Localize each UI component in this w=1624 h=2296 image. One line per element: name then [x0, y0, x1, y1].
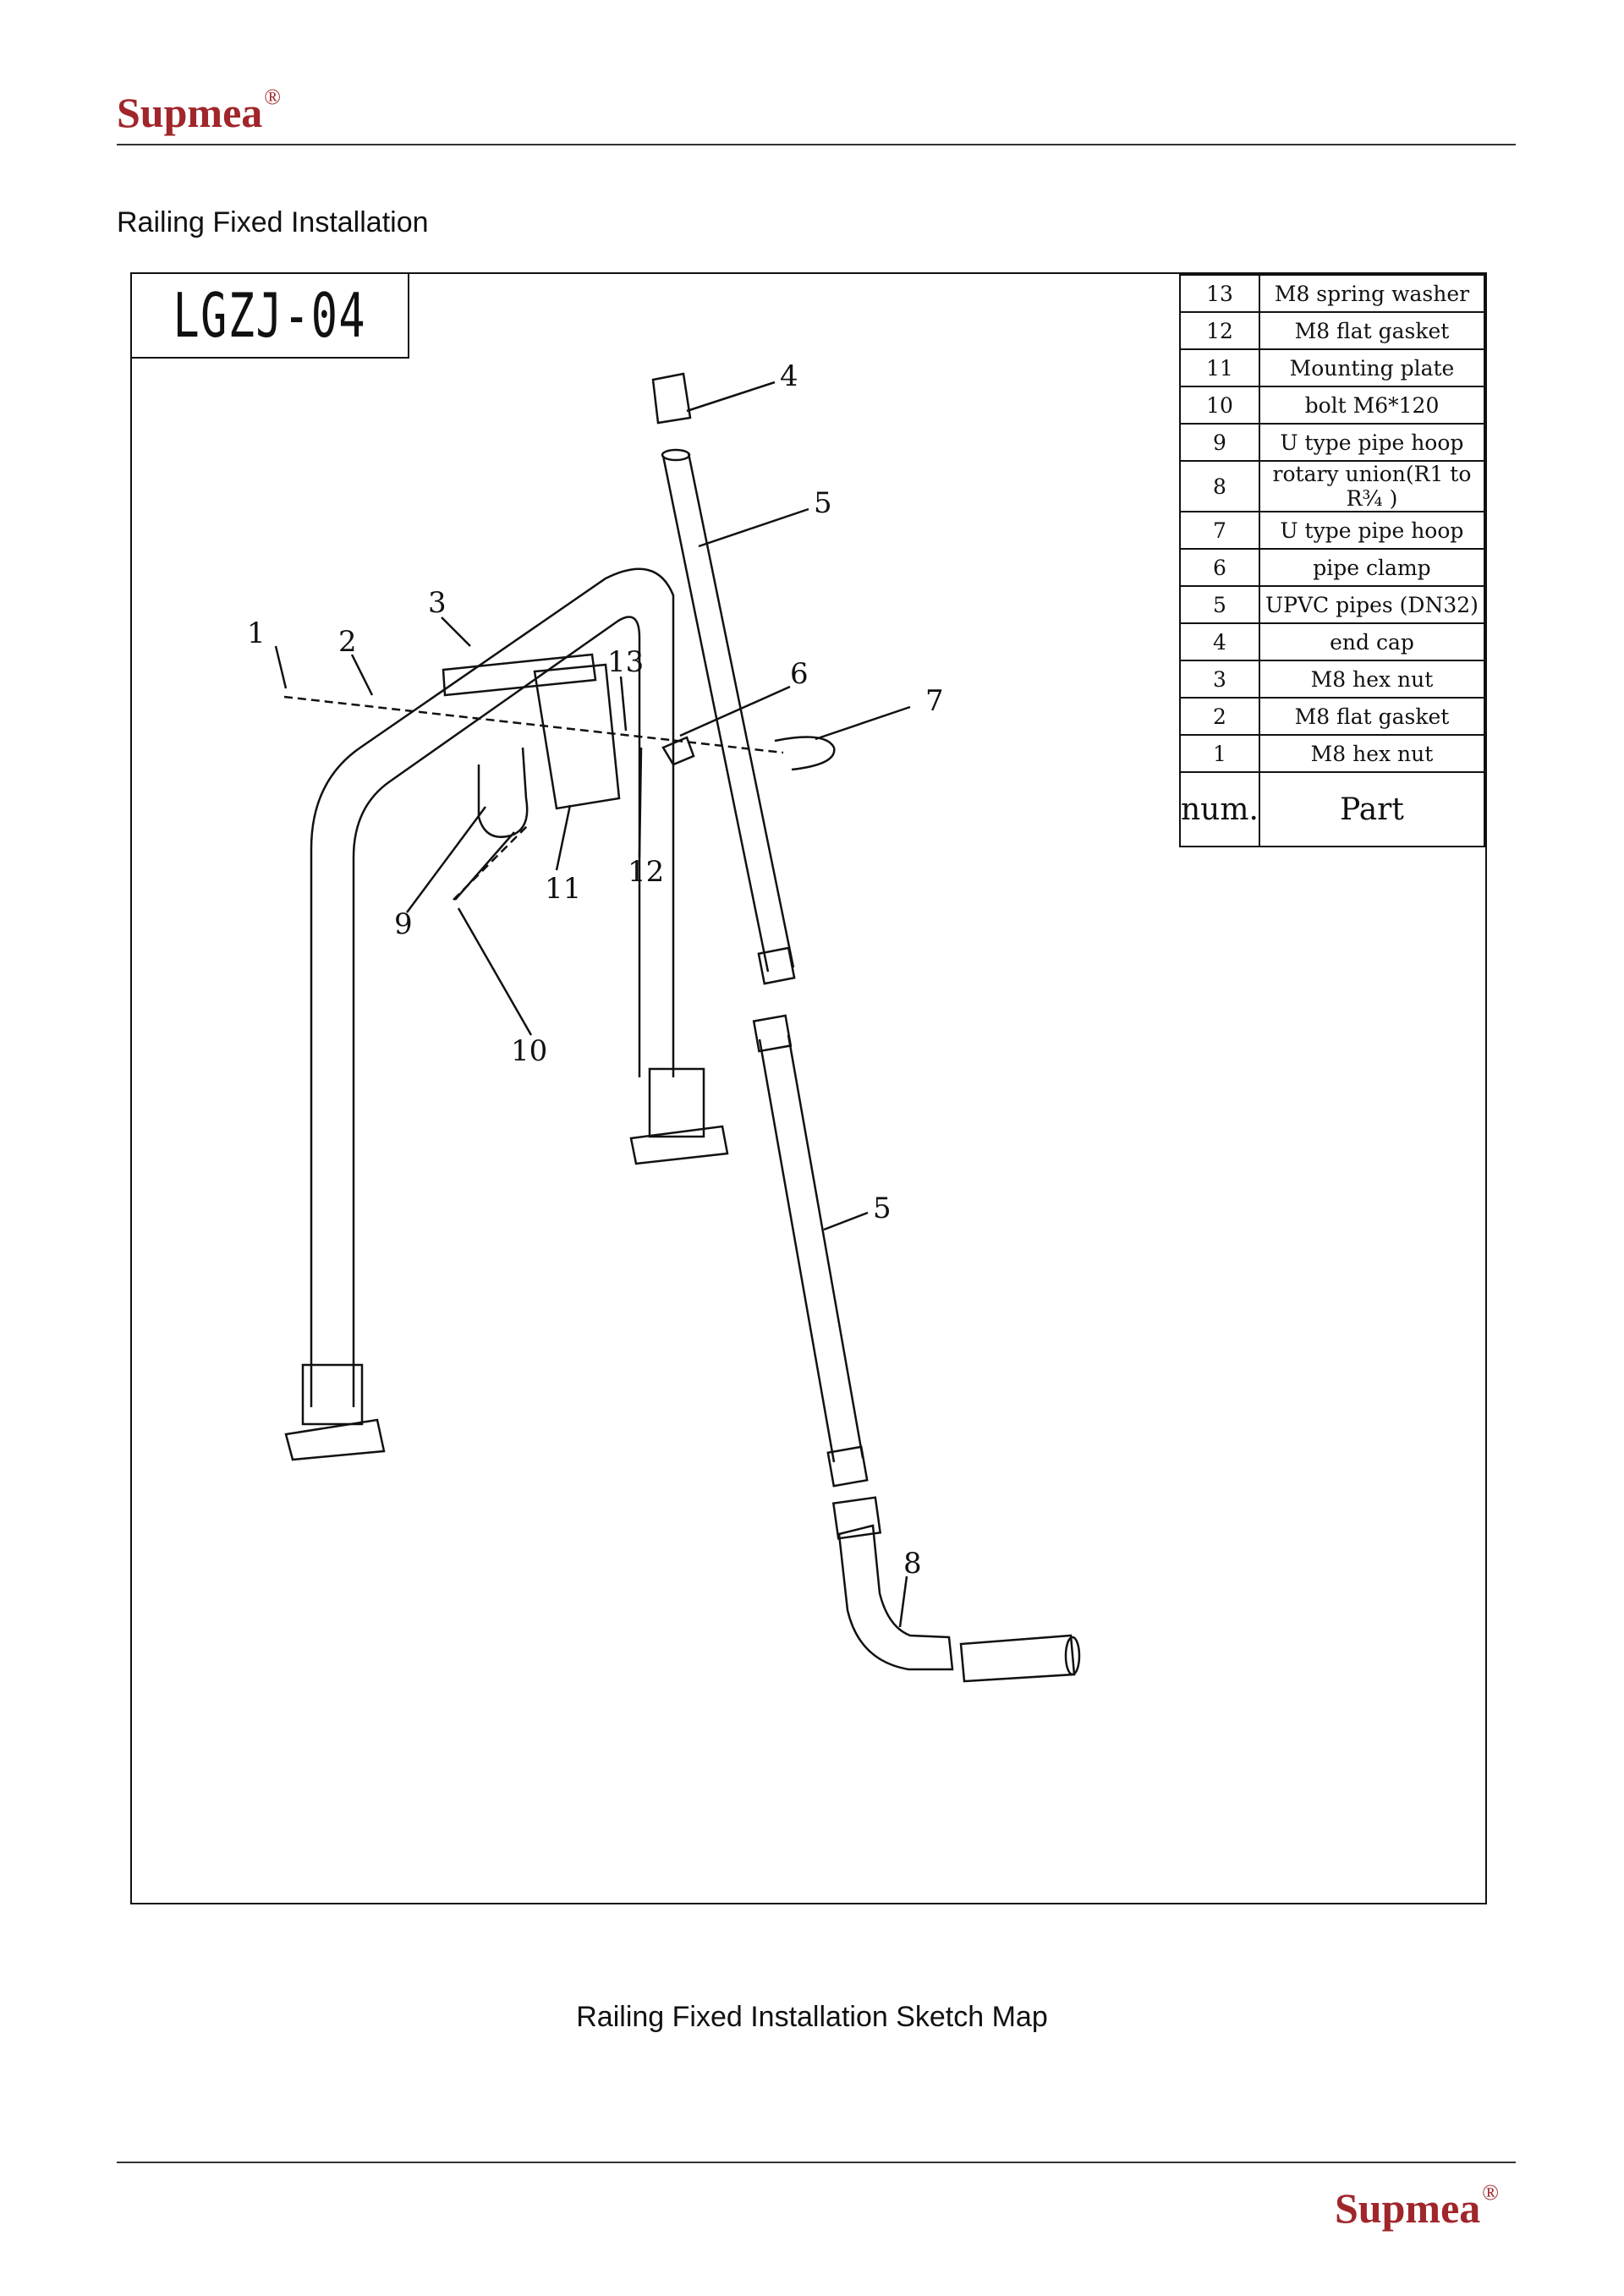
upper-pipe-thread — [757, 946, 796, 985]
lower-pipe-top — [752, 1014, 793, 1053]
sensor-end — [1064, 1636, 1081, 1676]
leader-line — [638, 747, 643, 858]
end-cap — [651, 372, 692, 425]
leader-line — [405, 806, 487, 913]
leader-line — [823, 1211, 869, 1231]
table-header-row: num.Part — [1179, 771, 1486, 847]
leader-line — [815, 705, 911, 741]
railing-base-sleeve — [648, 1067, 705, 1138]
rotary-union-nut — [831, 1496, 882, 1540]
sensor-body — [959, 1634, 1076, 1683]
callout-10: 10 — [511, 1034, 547, 1068]
assembly-axis — [283, 695, 784, 754]
leader-line — [350, 654, 374, 696]
mounting-plate — [442, 653, 621, 810]
callout-8: 8 — [903, 1547, 922, 1581]
upper-pipe — [661, 452, 795, 973]
upper-pipe-top — [661, 448, 691, 462]
callout-7: 7 — [925, 684, 944, 718]
leader-line — [619, 676, 628, 732]
railing-base-plate — [284, 1418, 386, 1461]
installation-drawing: 1 2 3 4 5 5 6 7 8 9 10 11 12 13 LGZJ-04 … — [130, 272, 1487, 1904]
callout-9: 9 — [394, 907, 413, 941]
callout-2: 2 — [338, 625, 357, 659]
callout-1: 1 — [247, 616, 266, 650]
leader-line — [698, 507, 809, 548]
railing-outline-inner — [352, 616, 641, 1407]
lower-pipe-thread — [826, 1445, 869, 1488]
assembly-axis — [453, 823, 530, 901]
leader-line — [555, 804, 572, 871]
footer-rule — [117, 2162, 1516, 2163]
drawing-code: LGZJ-04 — [132, 274, 409, 359]
figure-caption: Railing Fixed Installation Sketch Map — [576, 2001, 1048, 2033]
callout-5: 5 — [814, 486, 832, 520]
leader-line — [686, 381, 776, 413]
callout-3: 3 — [428, 586, 447, 620]
brand-logo-bottom: Supmea® — [1335, 2180, 1500, 2232]
section-heading: Railing Fixed Installation — [117, 206, 429, 238]
leader-line — [274, 645, 288, 689]
callout-labels: 1 2 3 4 5 5 6 7 8 9 10 11 12 13 — [247, 359, 944, 1581]
callout-12: 12 — [628, 855, 664, 889]
leader-line — [441, 616, 471, 647]
callout-4: 4 — [780, 359, 798, 393]
u-pipe-hoop-9 — [477, 747, 529, 838]
rotary-union — [837, 1524, 954, 1671]
callout-13: 13 — [607, 645, 644, 679]
leader-line — [898, 1575, 908, 1628]
callout-5b: 5 — [873, 1192, 892, 1225]
callout-6: 6 — [790, 657, 809, 691]
leader-line — [457, 907, 533, 1036]
railing-base-sleeve — [301, 1363, 364, 1426]
brand-logo-top: Supmea® — [117, 85, 282, 136]
leader-line — [679, 685, 791, 737]
exploded-sketch: 1 2 3 4 5 5 6 7 8 9 10 11 12 13 — [247, 359, 1081, 1683]
callout-11: 11 — [545, 872, 581, 906]
railing-outline — [310, 567, 675, 1407]
railing-base-plate — [629, 1125, 729, 1165]
header-rule — [117, 144, 1516, 145]
lower-pipe — [758, 1034, 864, 1463]
u-pipe-hoop-7 — [774, 736, 836, 771]
